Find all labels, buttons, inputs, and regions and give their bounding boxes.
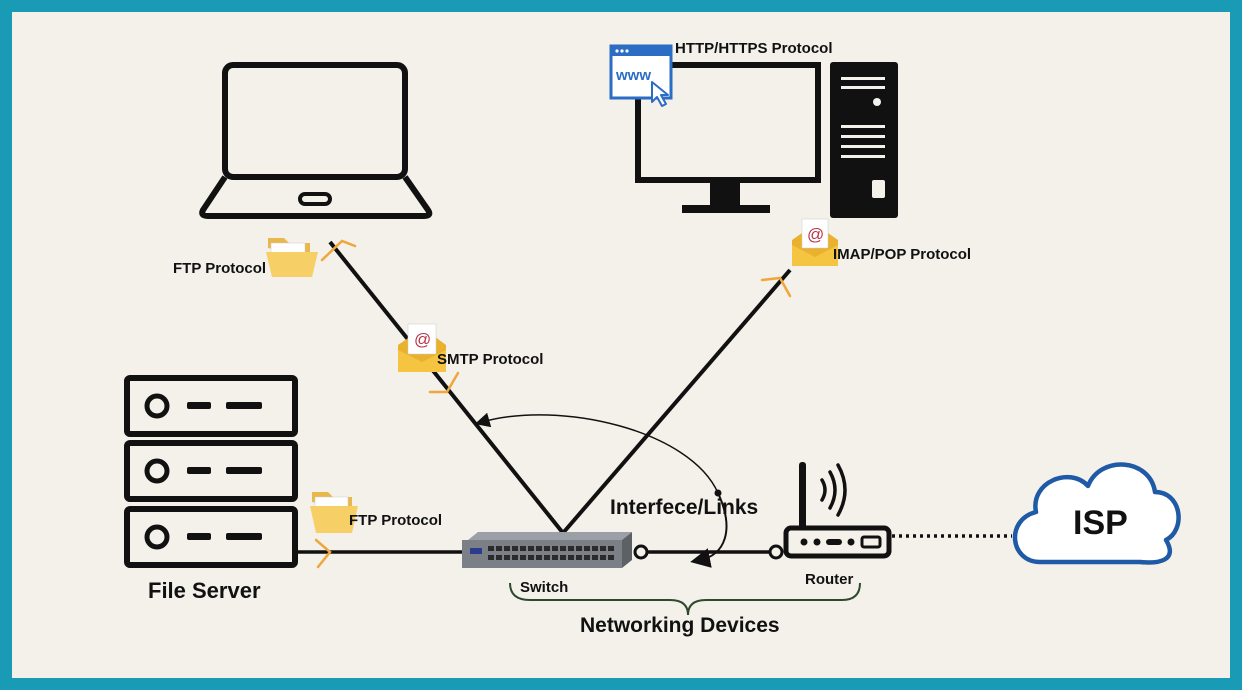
email-envelope-icon: @	[398, 323, 446, 372]
interface-arrow-upper	[474, 412, 719, 494]
svg-text:@: @	[807, 225, 824, 244]
orange-arrow-ftp-top	[320, 239, 357, 262]
file-server-icon	[124, 375, 298, 568]
switch-label: Switch	[520, 579, 568, 596]
ftp-protocol-laptop-label: FTP Protocol	[173, 260, 266, 277]
cloud-icon	[1012, 462, 1181, 565]
orange-arrow-imap	[760, 276, 792, 298]
networking-devices-brace	[509, 582, 861, 616]
desktop-computer-icon	[635, 62, 898, 218]
http-protocol-label: HTTP/HTTPS Protocol	[675, 40, 833, 57]
smtp-protocol-label: SMTP Protocol	[437, 351, 543, 368]
router-label: Router	[805, 571, 853, 588]
folder-icon	[266, 238, 318, 277]
laptop-icon	[199, 62, 433, 219]
imap-pop-protocol-label: IMAP/POP Protocol	[833, 246, 971, 263]
isp-label: ISP	[1073, 504, 1128, 542]
port-dot-switch	[633, 544, 649, 560]
network-switch-icon	[462, 532, 632, 568]
interface-links-label: Interfece/Links	[610, 496, 758, 519]
svg-text:@: @	[414, 330, 431, 349]
port-dot-router	[768, 544, 784, 560]
www-text: www	[615, 67, 651, 84]
link-desktop-switch	[561, 268, 792, 535]
orange-arrow-ftp-bottom	[314, 538, 332, 569]
interface-arrow-lower	[690, 492, 728, 568]
networking-devices-label: Networking Devices	[580, 614, 780, 637]
email-envelope-icon: @	[792, 218, 838, 266]
ftp-protocol-server-label: FTP Protocol	[349, 512, 442, 529]
folder-icon	[310, 492, 358, 533]
wifi-router-icon	[783, 462, 892, 559]
file-server-label: File Server	[148, 578, 261, 603]
link-laptop-switch	[328, 240, 565, 535]
orange-arrow-smtp	[428, 371, 460, 394]
browser-www-icon: www	[609, 44, 673, 107]
